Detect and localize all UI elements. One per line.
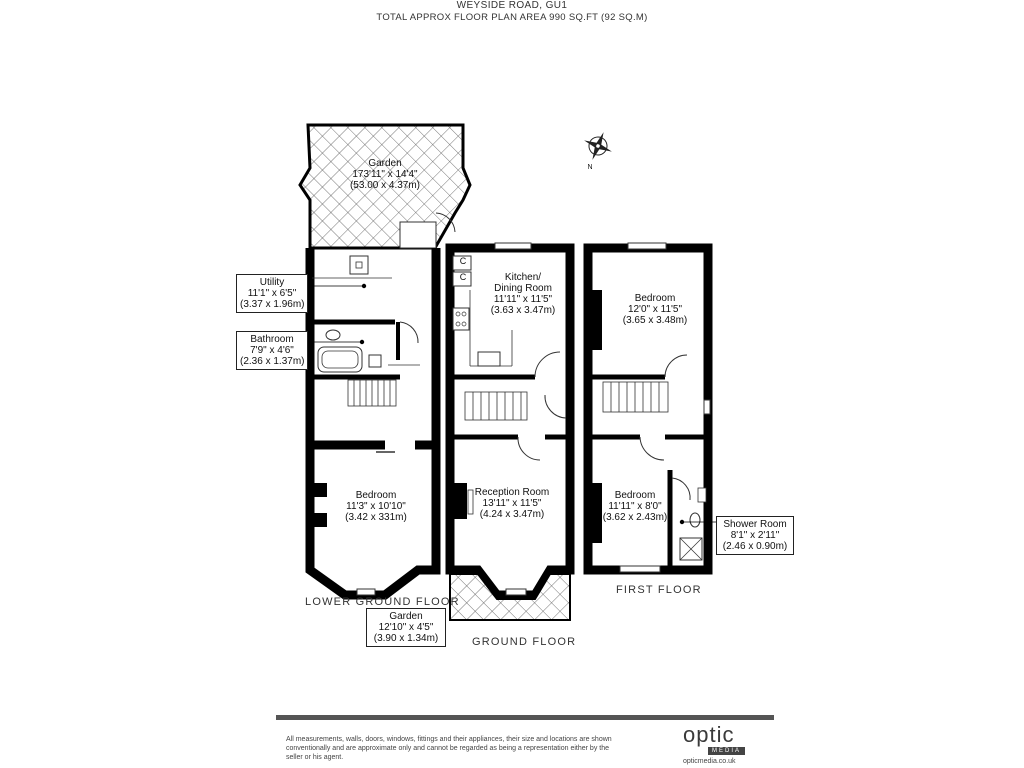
lower-ground-floor-plan <box>305 248 441 600</box>
footer-disclaimer: All measurements, walls, doors, windows,… <box>286 736 612 761</box>
label-bathroom: Bathroom 7'9" x 4'6" (2.36 x 1.37m) <box>236 331 308 370</box>
label-garden-rear: Garden 173'11" x 14'4" (53.00 x 4.37m) <box>349 158 421 191</box>
label-cupboard-2: C <box>459 272 467 282</box>
plan-subtitle: TOTAL APPROX FLOOR PLAN AREA 990 SQ.FT (… <box>376 12 648 23</box>
label-cupboard-1: C <box>459 256 467 266</box>
brand-url: opticmedia.co.uk <box>683 758 736 765</box>
floor-title-first: FIRST FLOOR <box>616 584 702 596</box>
label-bedroom-lower: Bedroom 11'3" x 10'10" (3.42 x 331m) <box>345 490 407 523</box>
footer-divider <box>276 715 774 720</box>
callout-markers <box>307 283 716 525</box>
ground-floor-plan <box>445 242 575 621</box>
compass-north-label: N <box>587 164 593 171</box>
garden-rear-area <box>298 123 472 250</box>
label-garden-front: Garden 12'10" x 4'5" (3.90 x 1.34m) <box>366 608 446 647</box>
label-bedroom-first-1: Bedroom 12'0" x 11'5" (3.65 x 3.48m) <box>622 293 688 326</box>
first-floor-plan <box>583 242 713 575</box>
label-bedroom-first-2: Bedroom 11'11" x 8'0" (3.62 x 2.43m) <box>602 490 668 523</box>
brand-name: optic <box>683 722 735 747</box>
floor-title-ground: GROUND FLOOR <box>472 636 577 648</box>
floor-title-lower: LOWER GROUND FLOOR <box>305 596 460 608</box>
label-utility: Utility 11'1" x 6'5" (3.37 x 1.96m) <box>236 274 308 313</box>
compass-rose-icon <box>584 132 612 160</box>
label-shower-room: Shower Room 8'1" x 2'11" (2.46 x 0.90m) <box>716 516 794 555</box>
label-reception: Reception Room 13'11" x 11'5" (4.24 x 3.… <box>474 487 550 520</box>
brand-logo: optic MEDIA opticmedia.co.uk <box>683 722 745 765</box>
brand-sub: MEDIA <box>708 747 745 755</box>
plan-title: WEYSIDE ROAD, GU1 <box>456 0 568 11</box>
label-kitchen: Kitchen/ Dining Room 11'11" x 11'5" (3.6… <box>490 272 556 316</box>
